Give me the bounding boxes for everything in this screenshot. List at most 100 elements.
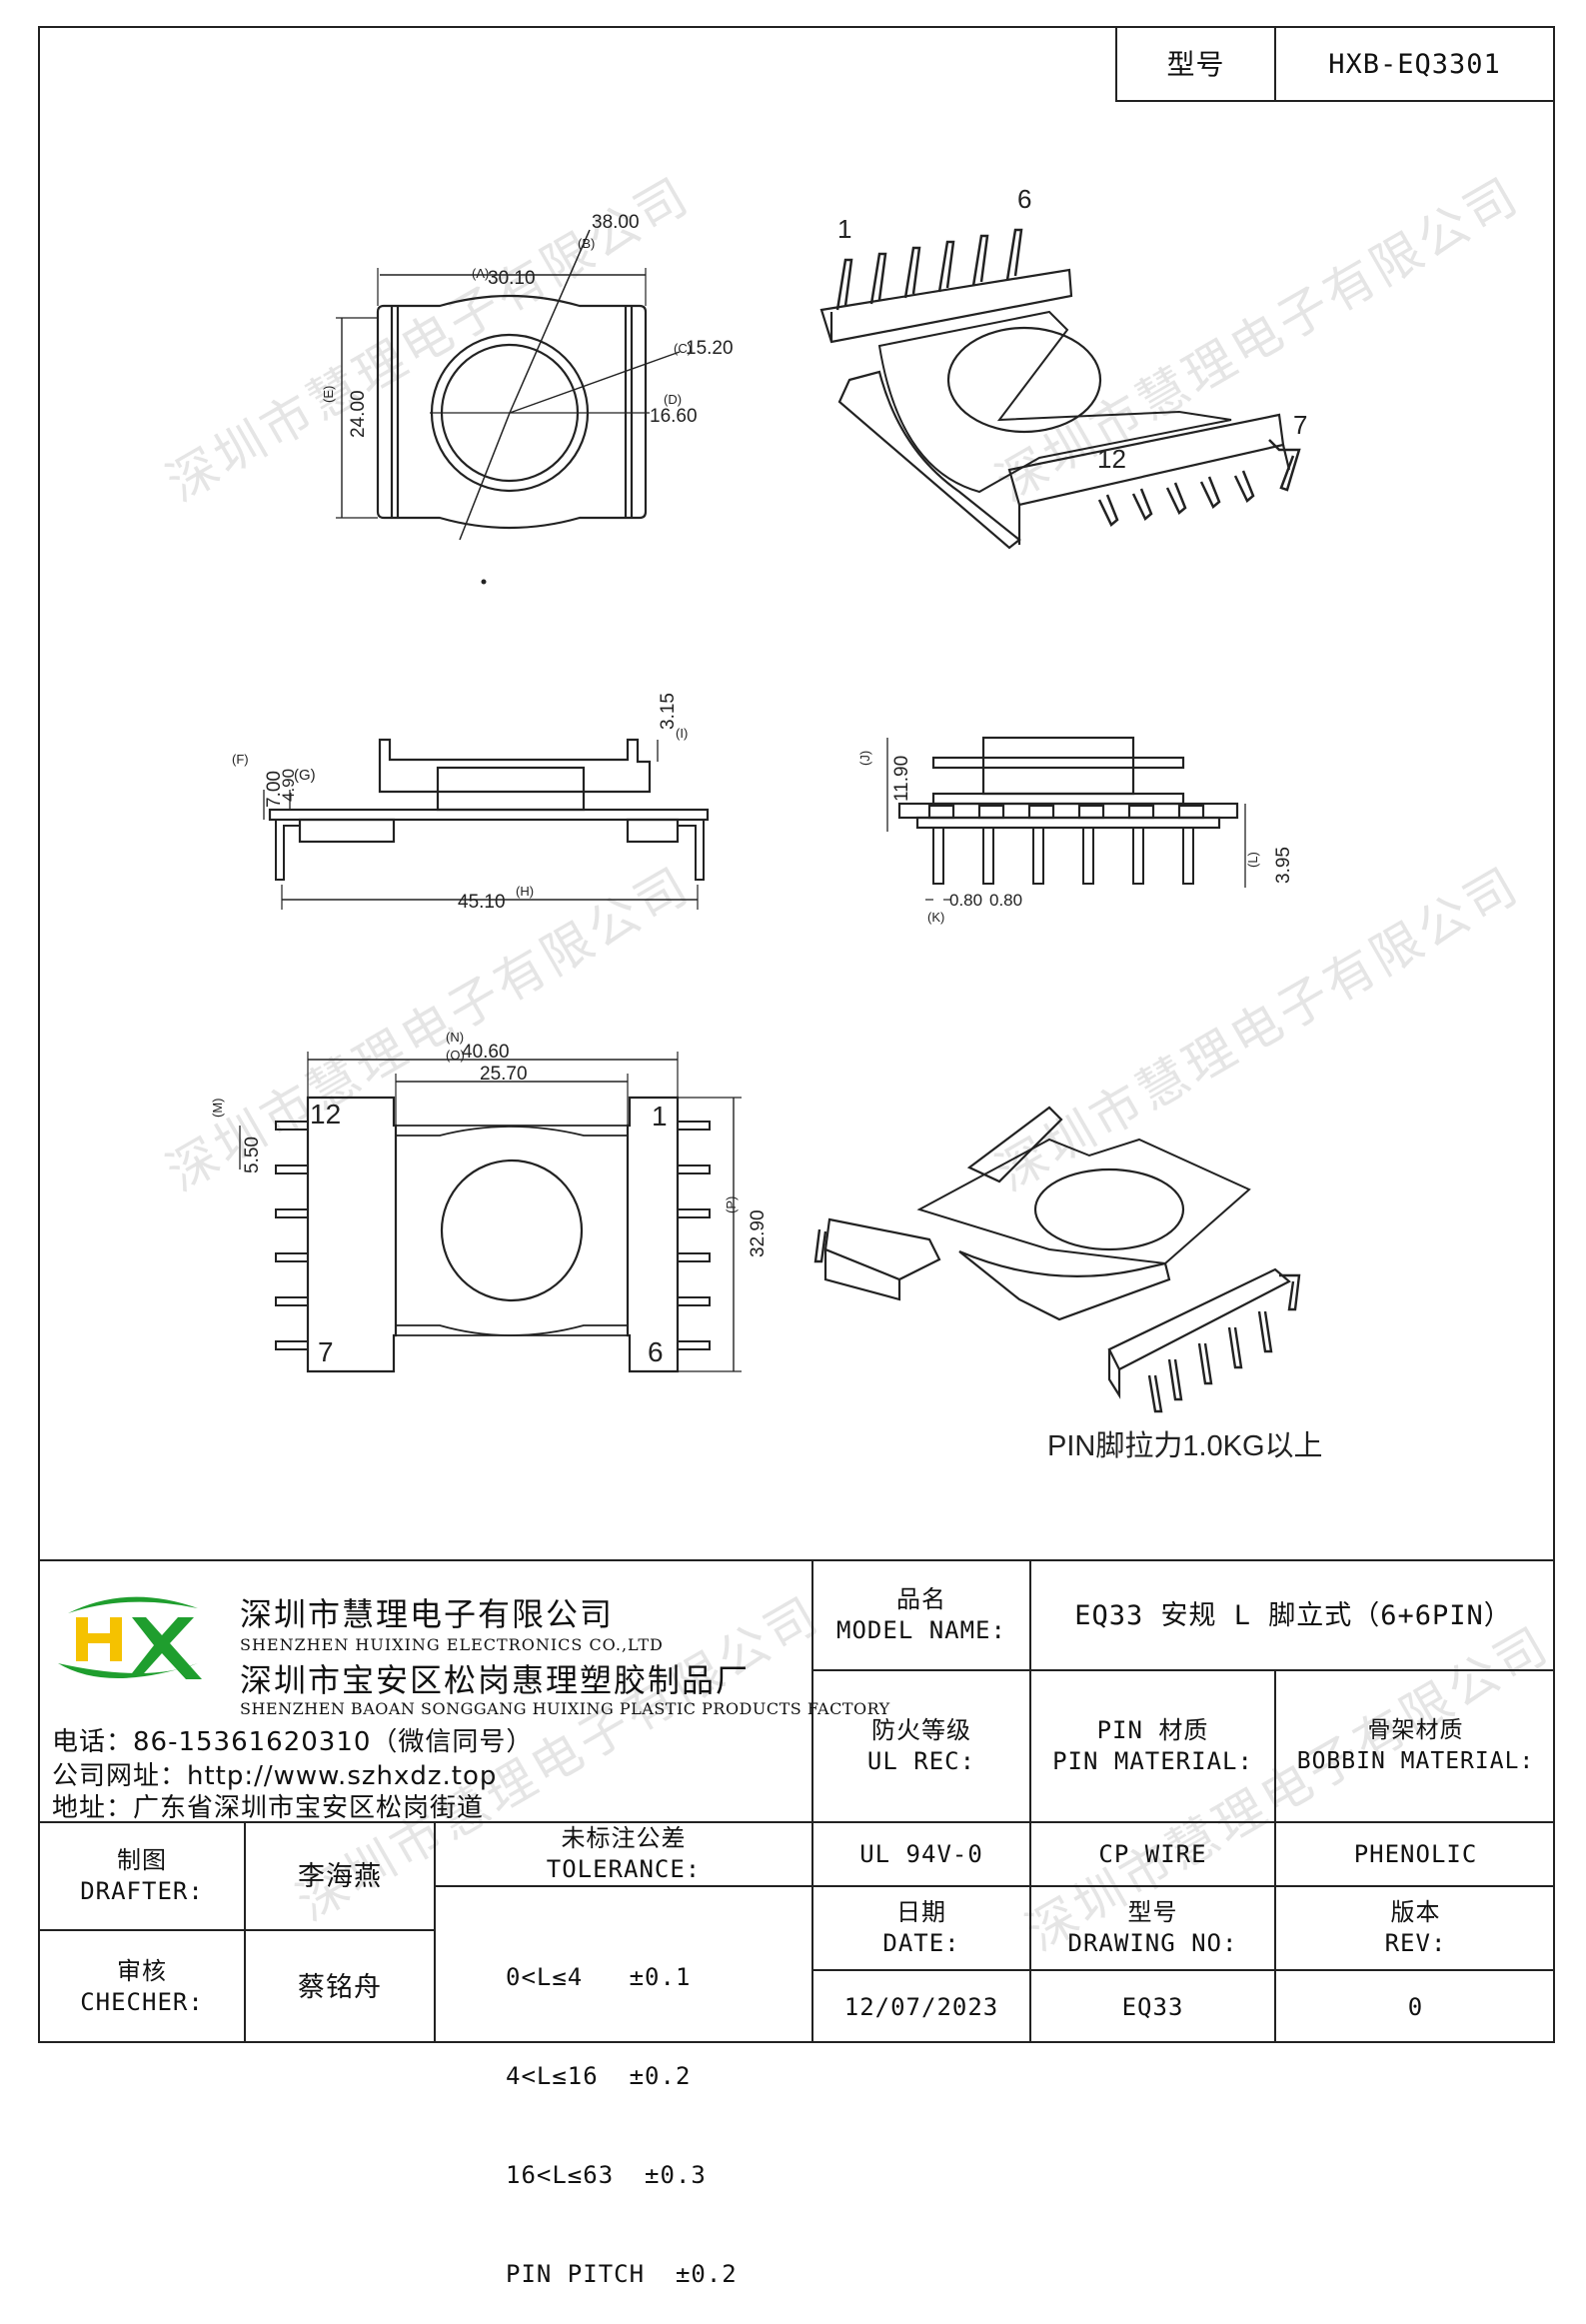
bobbin-material-cn: 骨架材质 bbox=[1367, 1717, 1464, 1743]
dim-g: 4.90 bbox=[279, 769, 298, 802]
dim-d: 16.60 bbox=[650, 406, 698, 427]
company-website: 公司网址：http://www.szhxdz.top bbox=[52, 1761, 498, 1791]
dim-o: 25.70 bbox=[480, 1064, 528, 1085]
dim-p: 32.90 bbox=[748, 1209, 769, 1257]
dim-m-tag: (M) bbox=[210, 1099, 225, 1119]
date-cn: 日期 bbox=[896, 1898, 946, 1926]
rev-cn: 版本 bbox=[1390, 1898, 1441, 1926]
bottom-view bbox=[239, 1052, 742, 1373]
dim-i-tag: (I) bbox=[676, 726, 688, 741]
tolerance-values: 0<L≤4 ±0.1 4<L≤16 ±0.2 16<L≤63 ±0.3 PIN … bbox=[506, 1895, 738, 2324]
dim-h-tag: (H) bbox=[516, 884, 534, 899]
header-model-box bbox=[1115, 26, 1555, 102]
dim-n-tag: (N) bbox=[446, 1030, 464, 1045]
dim-i: 3.15 bbox=[658, 693, 679, 730]
ul-en: UL REC: bbox=[866, 1747, 976, 1775]
side-view bbox=[263, 738, 710, 910]
dim-b: 38.00 bbox=[592, 212, 640, 233]
iso-pin-7: 7 bbox=[1293, 410, 1307, 440]
dim-f-tag: (F) bbox=[232, 752, 249, 767]
iso-top-view bbox=[819, 228, 1301, 550]
pin-material-en: PIN MATERIAL: bbox=[1052, 1747, 1253, 1775]
dim-k2: 0.80 bbox=[989, 891, 1022, 910]
rev-value: 0 bbox=[1407, 1992, 1424, 2021]
ul-label: 防火等级 UL REC: bbox=[813, 1671, 1029, 1821]
drafter-name: 李海燕 bbox=[298, 1860, 382, 1892]
ul-cn: 防火等级 bbox=[871, 1716, 971, 1744]
dim-b-tag: (B) bbox=[578, 236, 595, 251]
bobbin-material-en: BOBBIN MATERIAL: bbox=[1296, 1748, 1535, 1774]
checker-en: CHECHER: bbox=[80, 1988, 204, 2016]
front-view bbox=[886, 736, 1246, 901]
tolerance-en: TOLERANCE: bbox=[546, 1855, 702, 1883]
dim-c-tag: (C) bbox=[674, 341, 692, 356]
iso-pin-12: 12 bbox=[1097, 444, 1126, 474]
company-logo: HX bbox=[58, 1596, 202, 1692]
dim-g-tag: (G) bbox=[294, 767, 316, 784]
date-value: 12/07/2023 bbox=[843, 1992, 999, 2021]
iso-pin-6: 6 bbox=[1017, 184, 1031, 214]
dim-p-tag: (P) bbox=[724, 1196, 739, 1213]
model-name-value: EQ33 安规 L 脚立式（6+6PIN） bbox=[1074, 1599, 1512, 1631]
dim-a-tag: (A) bbox=[472, 266, 489, 281]
checker-cn: 审核 bbox=[117, 1957, 167, 1985]
dim-e: 24.00 bbox=[348, 390, 369, 438]
iso-bottom-view bbox=[813, 1106, 1301, 1413]
bobbin-material-label: 骨架材质 BOBBIN MATERIAL: bbox=[1276, 1671, 1555, 1821]
checker-name: 蔡铭舟 bbox=[298, 1971, 382, 2003]
dim-f: 7.00 bbox=[264, 771, 285, 808]
drafter-cn: 制图 bbox=[117, 1846, 167, 1874]
company-address: 地址：广东省深圳市宝安区松岗街道 bbox=[52, 1793, 485, 1823]
company-name-en: SHENZHEN HUIXING ELECTRONICS CO.,LTD bbox=[240, 1635, 664, 1654]
dim-k-tag: (K) bbox=[927, 910, 944, 925]
date-label: 日期 DATE: bbox=[813, 1887, 1029, 1969]
dim-e-tag: (E) bbox=[321, 386, 336, 403]
drawing-no-en: DRAWING NO: bbox=[1067, 1929, 1238, 1957]
top-view bbox=[336, 229, 681, 541]
rev-en: REV: bbox=[1384, 1929, 1447, 1957]
pin-material-label: PIN 材质 PIN MATERIAL: bbox=[1031, 1671, 1274, 1821]
ul-value: UL 94V-0 bbox=[859, 1839, 983, 1868]
model-name-label: 品名 MODEL NAME: bbox=[813, 1561, 1029, 1669]
tolerance-label: 未标注公差 TOLERANCE: bbox=[436, 1823, 811, 1885]
dim-n: 40.60 bbox=[462, 1042, 510, 1063]
drawing-frame bbox=[38, 26, 1555, 2043]
dim-h: 45.10 bbox=[458, 892, 506, 913]
rev-label: 版本 REV: bbox=[1276, 1887, 1555, 1969]
drawing-no-label: 型号 DRAWING NO: bbox=[1031, 1887, 1274, 1969]
drawing-no-cn: 型号 bbox=[1127, 1898, 1178, 1926]
dim-m: 5.50 bbox=[242, 1137, 263, 1173]
date-en: DATE: bbox=[882, 1929, 960, 1957]
pull-force-note: PIN脚拉力1.0KG以上 bbox=[1047, 1429, 1323, 1462]
dim-j-tag: (J) bbox=[857, 751, 872, 766]
dim-l: 3.95 bbox=[1273, 847, 1294, 884]
bottom-pin-12: 12 bbox=[310, 1099, 341, 1130]
dim-o-tag: (O) bbox=[446, 1048, 465, 1063]
header-model-label: 型号 bbox=[1166, 47, 1225, 81]
pin-material-cn: PIN 材质 bbox=[1096, 1716, 1209, 1744]
pin-material-value: CP WIRE bbox=[1098, 1839, 1207, 1868]
checker-label: 审核 CHECHER: bbox=[40, 1931, 244, 2043]
factory-name-en: SHENZHEN BAOAN SONGGANG HUIXING PLASTIC … bbox=[240, 1699, 890, 1718]
logo-text: HX bbox=[130, 1690, 132, 1692]
bobbin-material-value: PHENOLIC bbox=[1353, 1839, 1478, 1868]
tolerance-cn: 未标注公差 bbox=[561, 1824, 687, 1852]
model-name-cn: 品名 bbox=[896, 1585, 946, 1613]
company-phone: 电话：86-15361620310（微信同号） bbox=[52, 1727, 534, 1757]
technical-drawing: (A) 30.10 (B) 38.00 (C) 15.20 (D) 16.60 … bbox=[210, 184, 1323, 1462]
model-name-en: MODEL NAME: bbox=[836, 1616, 1006, 1644]
tolerance-line-1: 0<L≤4 ±0.1 bbox=[506, 1963, 692, 1991]
company-name-cn: 深圳市慧理电子有限公司 bbox=[240, 1595, 615, 1633]
header-model-value: HXB-EQ3301 bbox=[1328, 48, 1501, 80]
dim-a: 30.10 bbox=[488, 268, 536, 289]
dim-l-tag: (L) bbox=[1245, 852, 1260, 868]
bottom-pin-7: 7 bbox=[318, 1336, 334, 1367]
drafter-en: DRAFTER: bbox=[80, 1877, 204, 1905]
drawing-no-value: EQ33 bbox=[1121, 1992, 1184, 2021]
factory-name-cn: 深圳市宝安区松岗惠理塑胶制品厂 bbox=[240, 1661, 751, 1699]
dim-d-tag: (D) bbox=[664, 392, 682, 407]
dim-k: 0.80 bbox=[949, 891, 982, 910]
tolerance-line-3: 16<L≤63 ±0.3 bbox=[506, 2161, 707, 2189]
tolerance-line-4: PIN PITCH ±0.2 bbox=[506, 2260, 738, 2288]
bottom-pin-1: 1 bbox=[652, 1101, 668, 1132]
